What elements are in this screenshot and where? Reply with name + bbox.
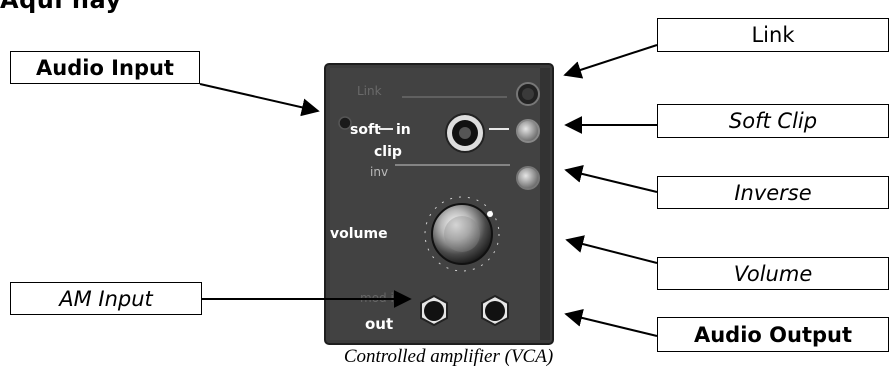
volume-label: Volume [657, 257, 889, 290]
inverse-arrow [566, 170, 657, 192]
out-jack[interactable] [482, 296, 508, 325]
soft-clip-label: Soft Clip [657, 104, 889, 138]
inverse-led[interactable] [517, 167, 539, 189]
panel-out-label: out [365, 315, 393, 333]
inverse-label: Inverse [657, 176, 889, 209]
figure-caption: Controlled amplifier (VCA) [0, 346, 889, 368]
link-label: Link [657, 18, 889, 52]
panel-soft-label: soft [350, 122, 381, 138]
am-input-label: AM Input [10, 282, 202, 315]
soft-clip-led[interactable] [517, 120, 539, 142]
audio-output-arrow [566, 314, 657, 336]
audio-input-label: Audio Input [10, 51, 200, 84]
volume-arrow [567, 240, 657, 263]
link-arrow [565, 45, 657, 75]
panel-in-label: in [396, 122, 411, 138]
audio-input-arrow [200, 84, 318, 111]
panel-inv-label: inv [370, 165, 388, 179]
mod-in-jack[interactable] [421, 296, 447, 325]
panel-clip-label: clip [374, 144, 402, 160]
in-jack[interactable] [446, 114, 484, 152]
panel-volume-label: volume [330, 226, 388, 242]
panel-link-label: Link [357, 84, 382, 98]
